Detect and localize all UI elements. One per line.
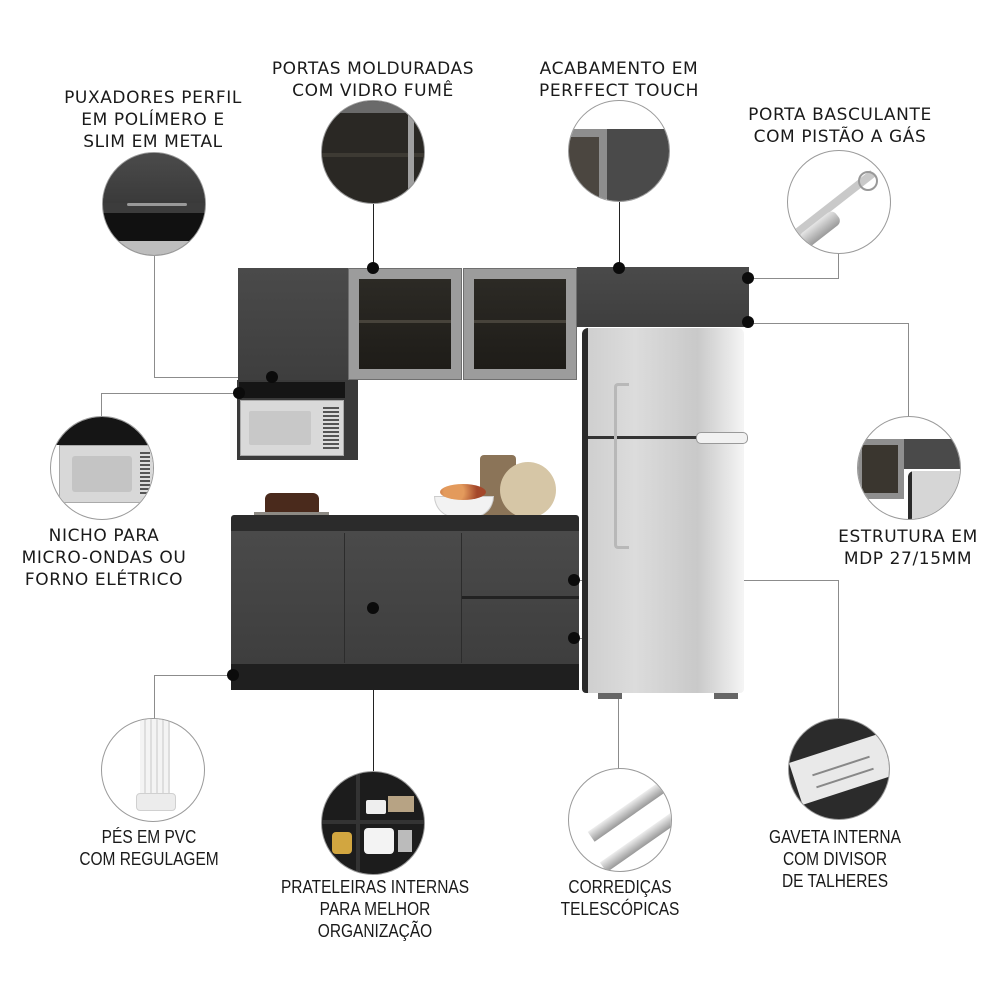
label-feet: PÉS EM PVC COM REGULAGEM bbox=[79, 827, 219, 869]
leader-line-slides-v bbox=[618, 638, 619, 770]
marker-dot-finish[interactable] bbox=[613, 262, 625, 274]
glass-door-left bbox=[348, 268, 462, 380]
microwave-niche bbox=[237, 380, 358, 460]
leader-line-feet-v bbox=[154, 675, 155, 720]
pvc-foot-icon bbox=[101, 718, 205, 822]
leader-line-flip-door bbox=[748, 278, 838, 279]
leader-line-handles bbox=[154, 255, 155, 377]
glass-door-right bbox=[463, 268, 577, 380]
telescopic-slide-icon bbox=[568, 768, 672, 872]
leader-line-feet bbox=[154, 675, 234, 676]
label-handles: PUXADORES PERFIL EM POLÍMERO E SLIM EM M… bbox=[64, 88, 242, 152]
leader-line-flip-door-v bbox=[838, 252, 839, 279]
label-slides: CORREDIÇAS TELESCÓPICAS bbox=[560, 877, 680, 919]
label-shelves: PRATELEIRAS INTERNAS PARA MELHOR ORGANIZ… bbox=[280, 877, 470, 941]
marker-dot-drawer[interactable] bbox=[568, 574, 580, 586]
marker-dot-structure[interactable] bbox=[742, 316, 754, 328]
leader-line-structure-v bbox=[908, 323, 909, 418]
flip-door-cabinet bbox=[577, 267, 749, 327]
round-board bbox=[500, 462, 556, 518]
leader-line-finish bbox=[619, 202, 620, 268]
label-microwave-niche: NICHO PARA MICRO-ONDAS OU FORNO ELÉTRICO bbox=[21, 526, 187, 590]
handle-detail-icon bbox=[102, 152, 206, 256]
leader-line-drawer bbox=[574, 580, 838, 581]
marker-dot-handles[interactable] bbox=[266, 371, 278, 383]
marker-dot-framed-doors[interactable] bbox=[367, 262, 379, 274]
leader-line-microwave bbox=[101, 393, 240, 394]
leader-line-drawer-v bbox=[838, 580, 839, 720]
leader-line-structure bbox=[748, 323, 908, 324]
marker-dot-feet[interactable] bbox=[227, 669, 239, 681]
gas-piston-icon bbox=[787, 150, 891, 254]
shelves-detail-icon bbox=[321, 771, 425, 875]
marker-dot-shelves[interactable] bbox=[367, 602, 379, 614]
cake bbox=[265, 493, 319, 517]
microwave bbox=[240, 400, 344, 456]
label-drawer: GAVETA INTERNA COM DIVISOR DE TALHERES bbox=[769, 827, 901, 891]
base-cabinet bbox=[231, 531, 579, 664]
leader-line-slides bbox=[574, 638, 618, 639]
label-structure: ESTRUTURA EM MDP 27/15MM bbox=[838, 527, 978, 569]
microwave-niche-icon bbox=[50, 416, 154, 520]
cutlery-drawer-icon bbox=[788, 718, 890, 820]
leader-line-microwave-v bbox=[101, 393, 102, 418]
finish-detail-icon bbox=[568, 100, 670, 202]
marker-dot-flip-door[interactable] bbox=[742, 272, 754, 284]
leader-line-handles-h bbox=[154, 377, 274, 378]
leader-line-shelves bbox=[373, 608, 374, 773]
marker-dot-microwave[interactable] bbox=[233, 387, 245, 399]
structure-detail-icon bbox=[857, 416, 961, 520]
label-finish: ACABAMENTO EM PERFFECT TOUCH bbox=[538, 59, 700, 101]
glass-door-detail-icon bbox=[321, 100, 425, 204]
label-framed-doors: PORTAS MOLDURADAS COM VIDRO FUMÊ bbox=[271, 59, 475, 101]
label-flip-door: PORTA BASCULANTE COM PISTÃO A GÁS bbox=[748, 105, 932, 147]
plinth bbox=[231, 664, 579, 690]
countertop bbox=[231, 515, 579, 531]
leader-line-framed-doors bbox=[373, 202, 374, 268]
marker-dot-slides[interactable] bbox=[568, 632, 580, 644]
cutting-board bbox=[480, 455, 516, 517]
upper-left-cabinet bbox=[238, 268, 348, 380]
fruit-bowl bbox=[434, 496, 494, 518]
